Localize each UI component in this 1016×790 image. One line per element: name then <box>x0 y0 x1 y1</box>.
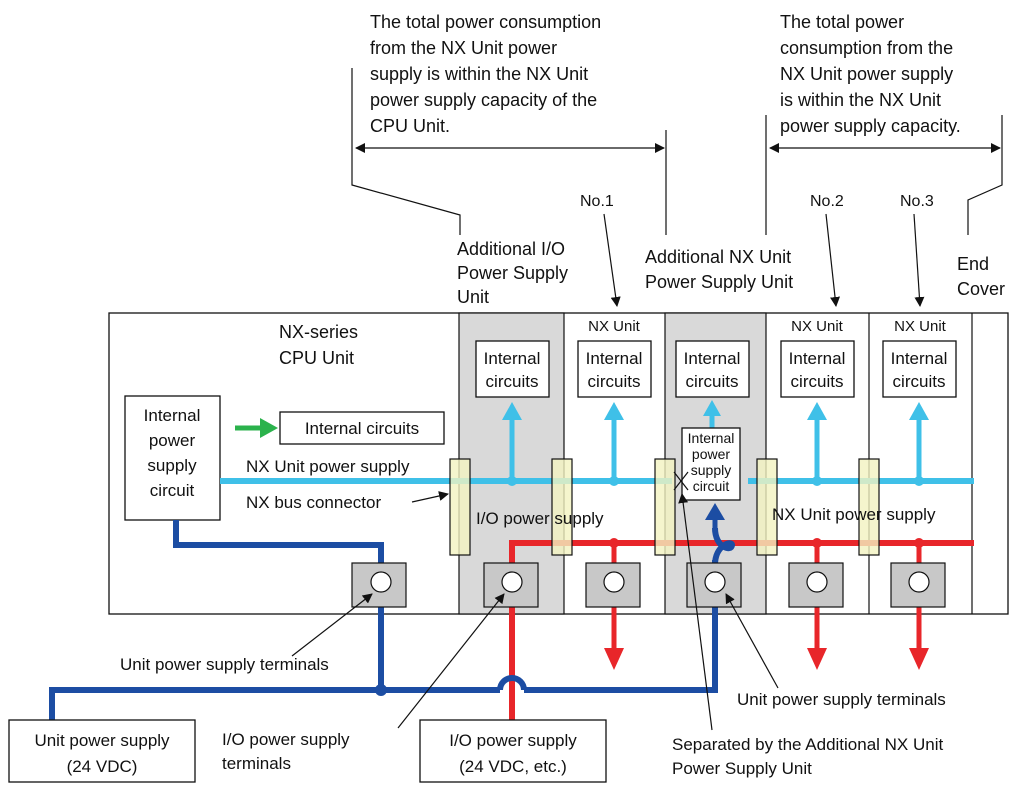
svg-text:Cover: Cover <box>957 279 1005 299</box>
svg-text:Separated by the Additional NX: Separated by the Additional NX Unit <box>672 735 944 754</box>
svg-text:power: power <box>692 446 730 462</box>
svg-text:circuit: circuit <box>150 481 195 500</box>
svg-text:Internal: Internal <box>586 349 643 368</box>
label-additional-nx-unit: Additional NX Unit Power Supply Unit <box>645 247 793 292</box>
svg-text:power: power <box>149 431 196 450</box>
nx-bus-connectors <box>449 458 880 556</box>
svg-text:power supply capacity of the: power supply capacity of the <box>370 90 597 110</box>
svg-text:Internal: Internal <box>684 349 741 368</box>
svg-text:Internal: Internal <box>484 349 541 368</box>
svg-text:terminals: terminals <box>222 754 291 773</box>
label-end-cover: End Cover <box>957 254 1005 299</box>
svg-text:Power Supply: Power Supply <box>457 263 568 283</box>
internal-circuits-box-no1: Internal circuits <box>577 340 652 398</box>
callout-separated: Separated by the Additional NX Unit Powe… <box>672 493 944 778</box>
svg-text:Additional NX Unit: Additional NX Unit <box>645 247 791 267</box>
svg-text:No.1: No.1 <box>580 193 614 210</box>
separation-x-mark <box>673 471 689 491</box>
svg-text:Unit power supply terminals: Unit power supply terminals <box>737 690 946 709</box>
bracket-left <box>351 68 667 235</box>
svg-text:CPU Unit.: CPU Unit. <box>370 116 450 136</box>
internal-circuits-box-io: Internal circuits <box>475 340 550 398</box>
svg-text:Internal: Internal <box>688 430 735 446</box>
unit-number-no2: No.2 <box>810 193 844 307</box>
svg-text:(24 VDC): (24 VDC) <box>67 757 138 776</box>
svg-text:from the NX Unit power: from the NX Unit power <box>370 38 557 58</box>
svg-text:Internal: Internal <box>891 349 948 368</box>
callout-io-terminals: I/O power supply terminals <box>222 593 505 773</box>
svg-text:End: End <box>957 254 989 274</box>
internal-circuits-box-no3: Internal circuits <box>882 340 957 398</box>
svg-text:I/O power supply: I/O power supply <box>449 731 577 750</box>
top-note-left: The total power consumption from the NX … <box>370 12 601 136</box>
svg-text:NX Unit power supply: NX Unit power supply <box>780 64 953 84</box>
callout-unit-terminals-right: Unit power supply terminals <box>725 593 946 709</box>
green-arrow <box>235 418 278 438</box>
svg-text:circuits: circuits <box>686 372 739 391</box>
nx-unit-label-3: NX Unit <box>894 318 947 335</box>
svg-text:circuits: circuits <box>486 372 539 391</box>
svg-text:Internal circuits: Internal circuits <box>305 419 419 438</box>
svg-text:supply: supply <box>691 462 731 478</box>
svg-text:The total power consumption: The total power consumption <box>370 12 601 32</box>
svg-text:NX-series: NX-series <box>279 322 358 342</box>
nx-unit-label-1: NX Unit <box>588 318 641 335</box>
label-additional-io-unit: Additional I/O Power Supply Unit <box>457 239 568 307</box>
io-power-supply-source: I/O power supply (24 VDC, etc.) <box>419 719 607 783</box>
svg-text:Power Supply Unit: Power Supply Unit <box>645 272 793 292</box>
callout-unit-terminals-left: Unit power supply terminals <box>120 593 373 674</box>
cpu-unit-label: NX-series CPU Unit <box>279 322 358 368</box>
svg-text:consumption from the: consumption from the <box>780 38 953 58</box>
unit-power-supply-source: Unit power supply (24 VDC) <box>8 719 196 783</box>
internal-circuits-box-no2: Internal circuits <box>780 340 855 398</box>
svg-text:Unit power supply: Unit power supply <box>34 731 170 750</box>
svg-text:supply is within the NX Unit: supply is within the NX Unit <box>370 64 588 84</box>
nx-internal-power-supply-circuit: Internal power supply circuit <box>681 427 741 501</box>
svg-text:circuits: circuits <box>791 372 844 391</box>
unit-number-no3: No.3 <box>900 193 934 307</box>
svg-text:The total power: The total power <box>780 12 904 32</box>
svg-text:Unit power supply terminals: Unit power supply terminals <box>120 655 329 674</box>
svg-text:Power Supply Unit: Power Supply Unit <box>672 759 812 778</box>
svg-text:supply: supply <box>147 456 197 475</box>
svg-text:circuits: circuits <box>588 372 641 391</box>
svg-text:circuits: circuits <box>893 372 946 391</box>
svg-text:I/O power supply: I/O power supply <box>222 730 350 749</box>
bracket-right <box>765 115 1003 235</box>
svg-text:CPU Unit: CPU Unit <box>279 348 354 368</box>
svg-text:Unit: Unit <box>457 287 489 307</box>
svg-text:circuit: circuit <box>693 478 730 494</box>
svg-text:Internal: Internal <box>144 406 201 425</box>
label-nx-bus-connector: NX bus connector <box>246 493 381 512</box>
svg-text:(24 VDC, etc.): (24 VDC, etc.) <box>459 757 567 776</box>
unit-number-no1: No.1 <box>580 193 621 307</box>
cpu-internal-power-supply-circuit: Internal power supply circuit <box>124 395 221 521</box>
svg-text:No.2: No.2 <box>810 193 844 210</box>
svg-text:power supply capacity.: power supply capacity. <box>780 116 961 136</box>
label-nx-unit-power-supply: NX Unit power supply <box>246 457 410 476</box>
svg-text:is within the NX Unit: is within the NX Unit <box>780 90 941 110</box>
svg-text:Additional I/O: Additional I/O <box>457 239 565 259</box>
nx-unit-label-2: NX Unit <box>791 318 844 335</box>
label-io-power-supply: I/O power supply <box>476 509 604 528</box>
svg-text:No.3: No.3 <box>900 193 934 210</box>
internal-circuits-box-nx-power: Internal circuits <box>675 340 750 398</box>
svg-text:Internal: Internal <box>789 349 846 368</box>
label-nx-unit-power-supply-right: NX Unit power supply <box>772 505 936 524</box>
cpu-internal-circuits: Internal circuits <box>279 411 445 445</box>
top-note-right: The total power consumption from the NX … <box>780 12 961 136</box>
